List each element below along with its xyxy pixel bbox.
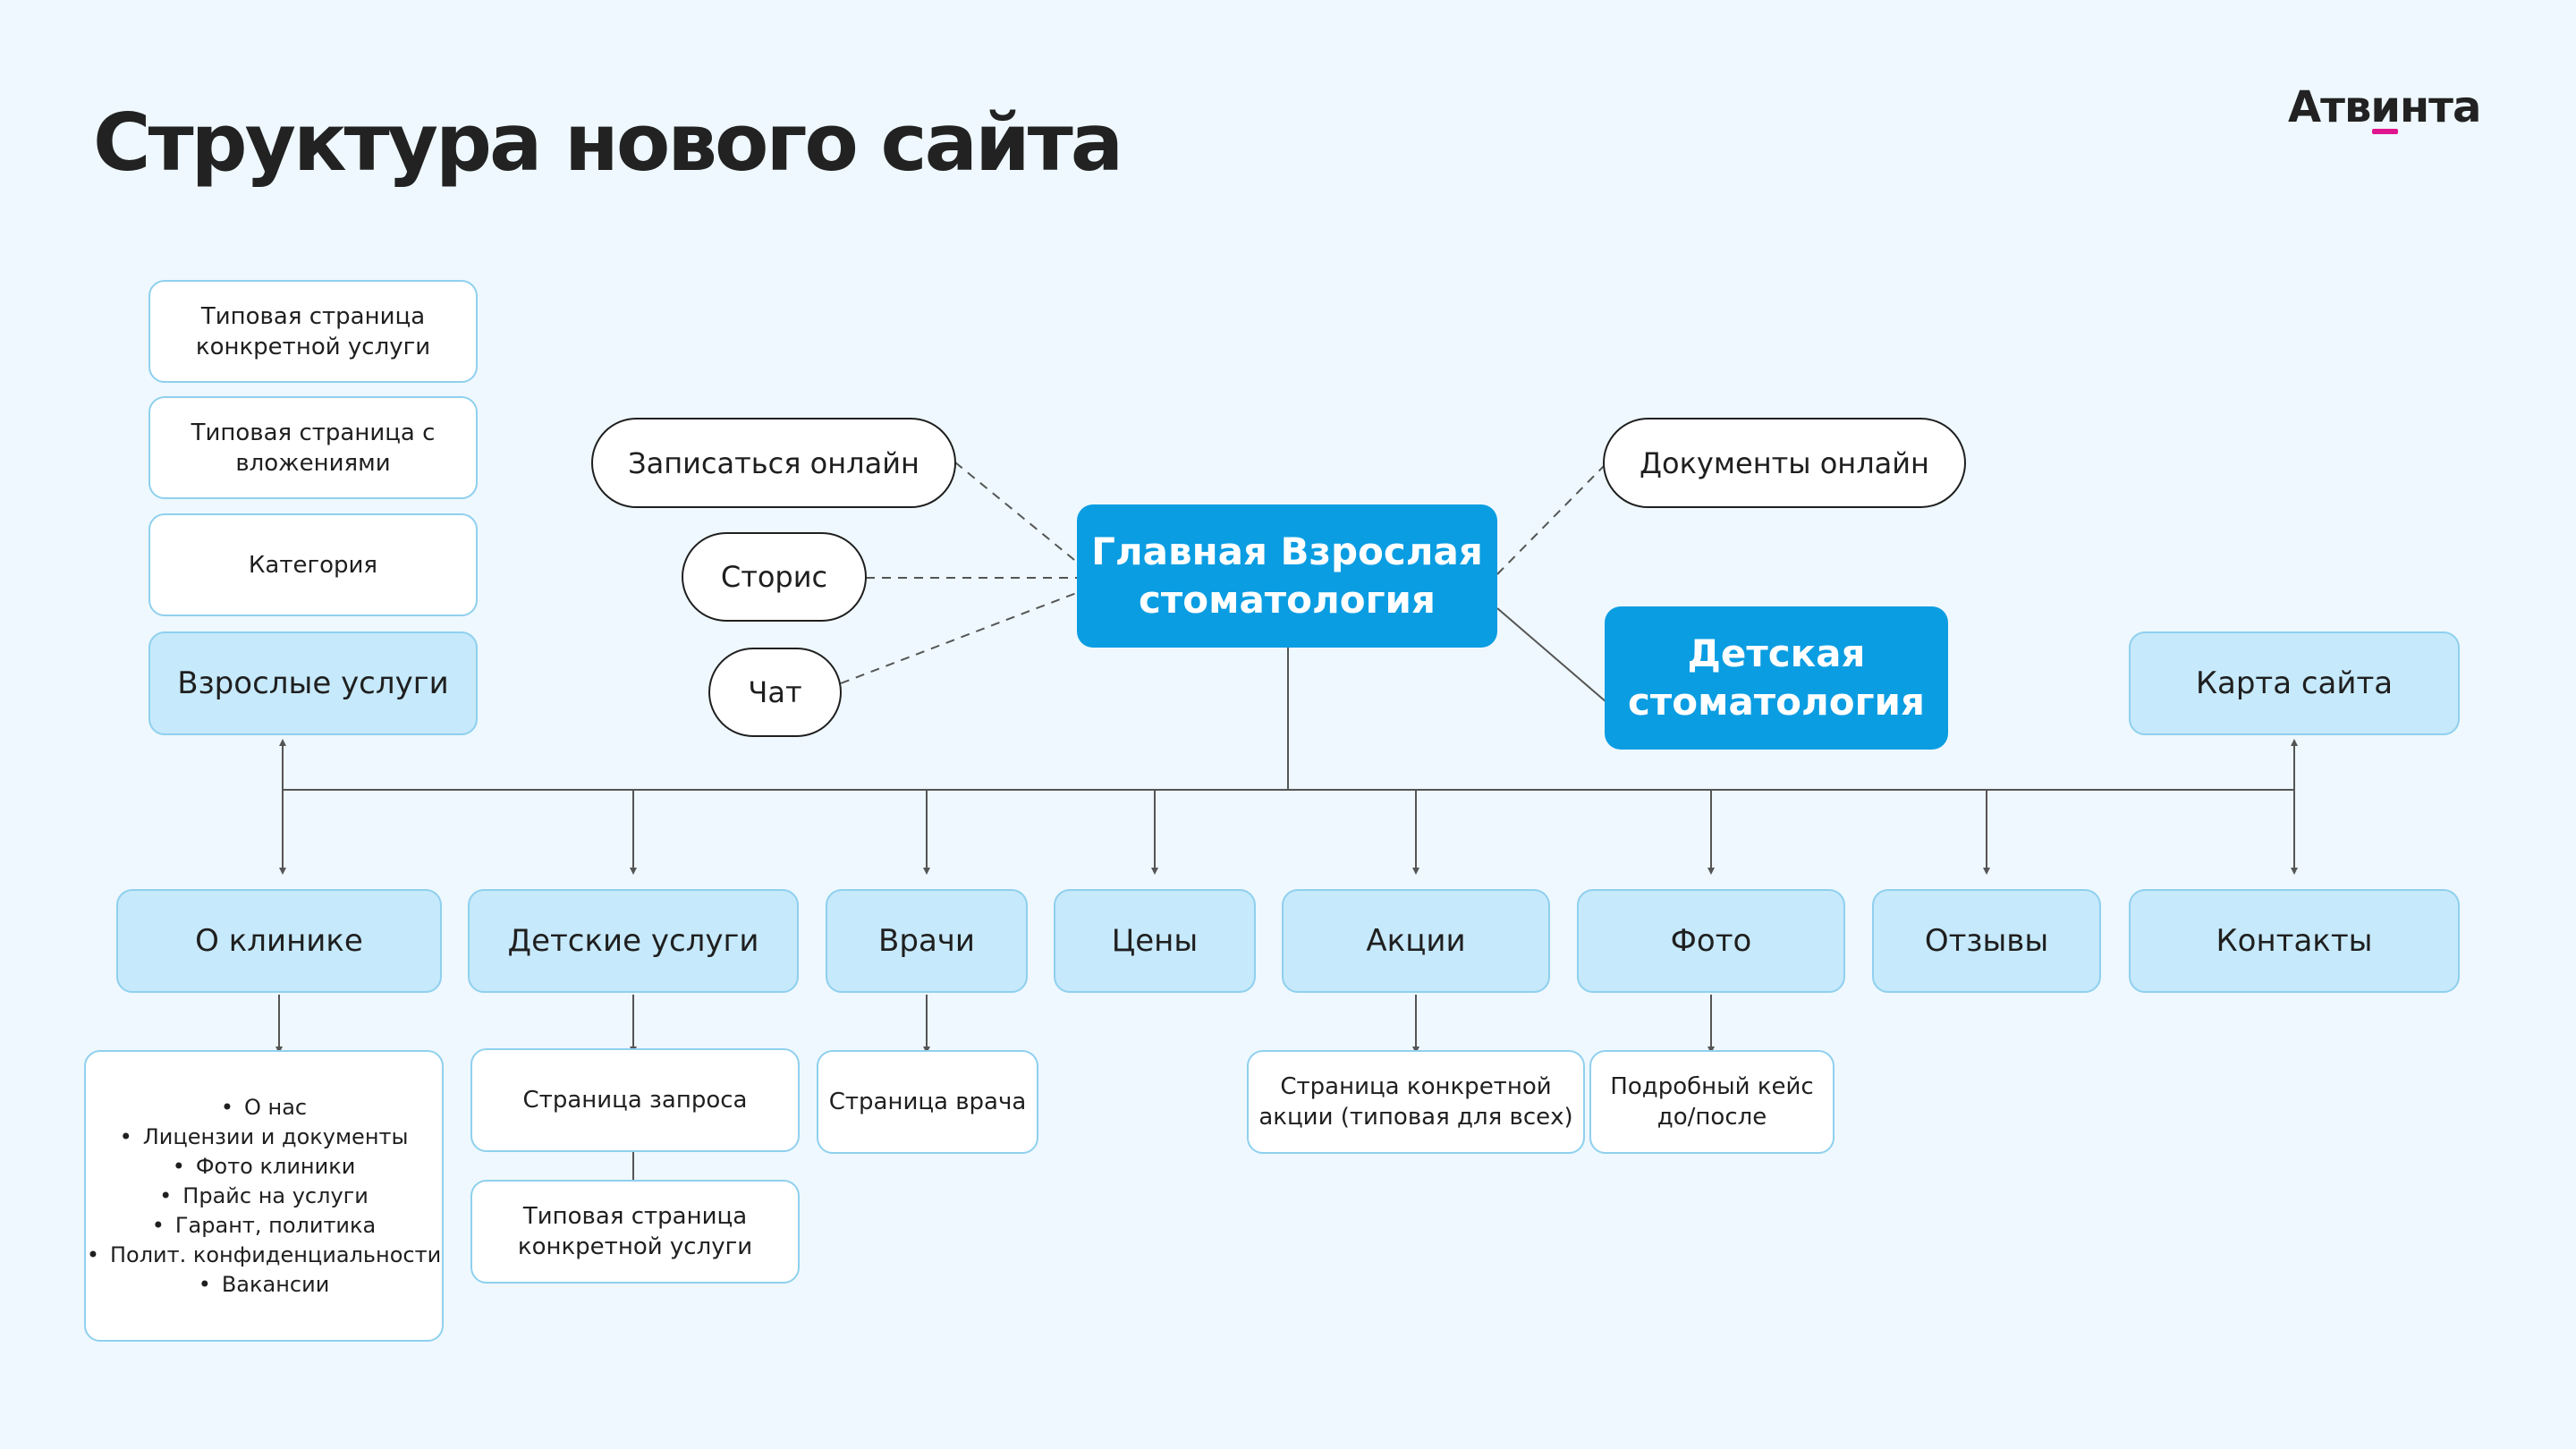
list-item: Фото клиники xyxy=(87,1152,441,1182)
list-item: Вакансии xyxy=(87,1270,441,1300)
list-item: Полит. конфиденциальности xyxy=(87,1241,441,1270)
kids-dentistry-node: Детская стоматология xyxy=(1605,606,1948,750)
main-adult-home-node: Главная Взрослая стоматология xyxy=(1077,504,1497,648)
promotion-page: Страница конкретной акции (типовая для в… xyxy=(1247,1050,1585,1154)
nav-promotions: Акции xyxy=(1282,889,1550,993)
book-online-pill: Записаться онлайн xyxy=(591,418,956,508)
nav-reviews: Отзывы xyxy=(1872,889,2101,993)
adult-service-nested-page: Типовая страница с вложениями xyxy=(148,396,478,499)
before-after-case-page: Подробный кейс до/после xyxy=(1589,1050,1835,1154)
kids-request-page: Страница запроса xyxy=(470,1048,800,1152)
about-clinic-list: О нас Лицензии и документы Фото клиники … xyxy=(87,1093,441,1300)
brand-logo: Атвинта xyxy=(2288,82,2481,134)
doctor-page: Страница врача xyxy=(817,1050,1038,1154)
logo-part-3: нта xyxy=(2399,82,2481,132)
list-item: Прайс на услуги xyxy=(87,1182,441,1211)
dashed-connector xyxy=(954,462,1080,564)
logo-part-2: и xyxy=(2370,82,2401,134)
nav-contacts: Контакты xyxy=(2129,889,2460,993)
sitemap-node: Карта сайта xyxy=(2129,631,2460,735)
dashed-connector xyxy=(840,591,1080,684)
documents-online-pill: Документы онлайн xyxy=(1603,418,1966,508)
adult-service-category: Категория xyxy=(148,513,478,616)
list-item: Лицензии и документы xyxy=(87,1123,441,1152)
list-item: О нас xyxy=(87,1093,441,1123)
stories-pill: Сторис xyxy=(682,532,867,622)
kids-typical-service-page: Типовая страница конкретной услуги xyxy=(470,1180,800,1284)
page-title: Структура нового сайта xyxy=(93,97,1123,189)
dashed-connector xyxy=(1496,462,1607,575)
nav-kids-services: Детские услуги xyxy=(468,889,799,993)
nav-doctors: Врачи xyxy=(826,889,1028,993)
nav-prices: Цены xyxy=(1054,889,1256,993)
adult-services-node: Взрослые услуги xyxy=(148,631,478,735)
kids-connector xyxy=(1496,607,1607,703)
about-clinic-pages: О нас Лицензии и документы Фото клиники … xyxy=(84,1050,444,1342)
nav-about-clinic: О клинике xyxy=(116,889,442,993)
nav-photo: Фото xyxy=(1577,889,1845,993)
logo-part-1: Атв xyxy=(2288,82,2371,132)
adult-service-typical-page: Типовая страница конкретной услуги xyxy=(148,280,478,383)
list-item: Гарант, политика xyxy=(87,1211,441,1241)
chat-pill: Чат xyxy=(708,648,842,737)
